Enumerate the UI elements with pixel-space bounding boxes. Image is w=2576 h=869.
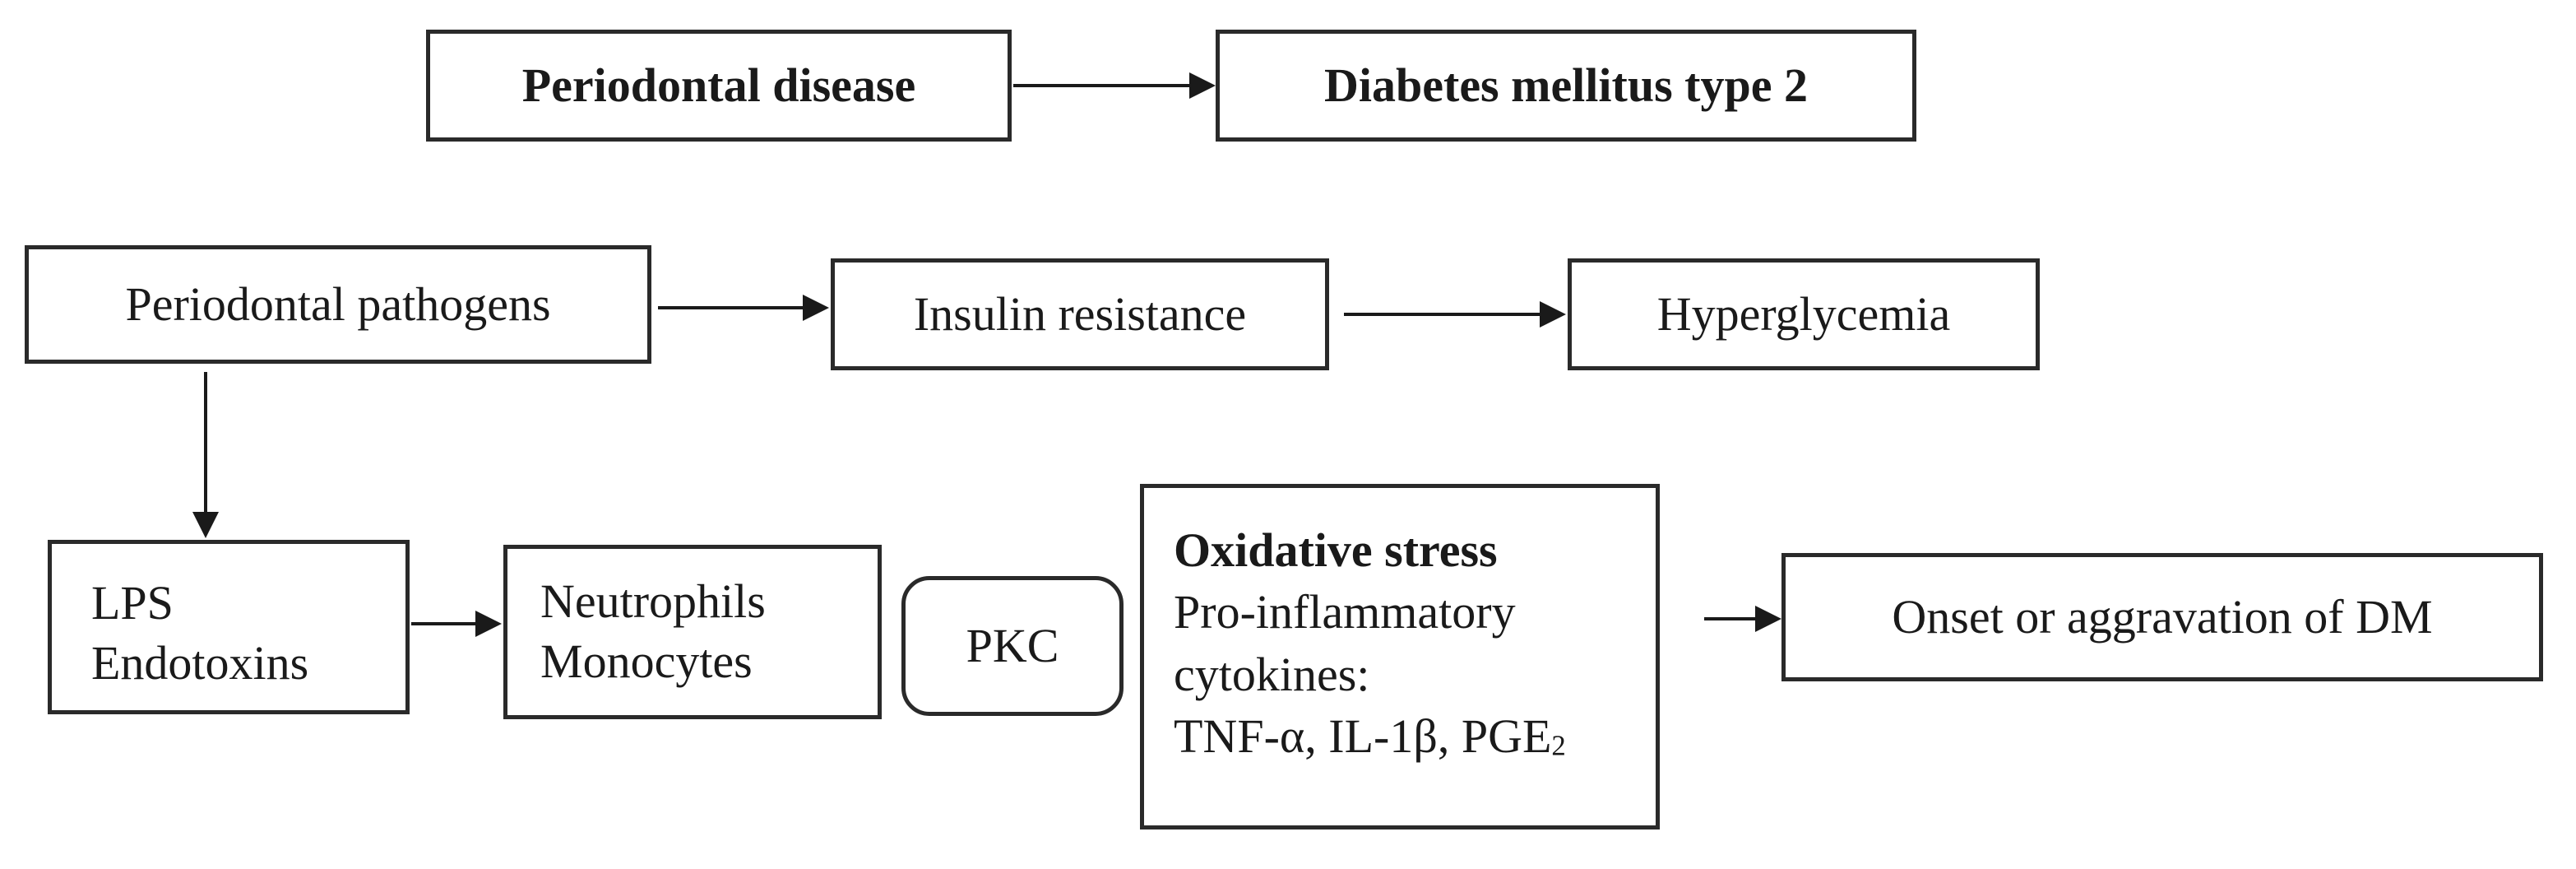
lps-endotoxins-box: LPS Endotoxins: [48, 540, 410, 714]
cytokine-list-label: TNF-α, IL-1β, PGE2: [1174, 705, 1656, 767]
hyperglycemia-label: Hyperglycemia: [1656, 286, 1951, 341]
onset-aggravation-dm-label: Onset or aggravation of DM: [1892, 589, 2433, 644]
cytokine-list-main: TNF-α, IL-1β, PGE: [1174, 709, 1552, 764]
oxidative-stress-title: Oxidative stress: [1174, 523, 1498, 577]
lps-label: LPS: [91, 576, 174, 630]
onset-aggravation-dm-box: Onset or aggravation of DM: [1781, 553, 2543, 681]
periodontal-pathogens-box: Periodontal pathogens: [25, 245, 651, 364]
periodontal-pathogens-label: Periodontal pathogens: [125, 276, 551, 331]
monocytes-label: Monocytes: [540, 634, 753, 688]
neutrophils-label: Neutrophils: [540, 574, 766, 628]
hyperglycemia-box: Hyperglycemia: [1568, 258, 2040, 370]
periodontal-disease-label: Periodontal disease: [521, 58, 916, 112]
endotoxins-label: Endotoxins: [91, 635, 309, 690]
pkc-label: PKC: [966, 618, 1059, 672]
cytokines-label: cytokines:: [1174, 647, 1370, 701]
insulin-resistance-box: Insulin resistance: [831, 258, 1329, 370]
diabetes-mellitus-type2-label: Diabetes mellitus type 2: [1324, 58, 1808, 112]
pkc-box: PKC: [901, 576, 1124, 716]
periodontal-disease-box: Periodontal disease: [426, 30, 1012, 142]
pge-subscript: 2: [1551, 729, 1566, 762]
insulin-resistance-label: Insulin resistance: [913, 286, 1247, 341]
pro-inflammatory-label: Pro-inflammatory: [1174, 585, 1516, 639]
diabetes-mellitus-type2-box: Diabetes mellitus type 2: [1216, 30, 1916, 142]
oxidative-stress-box: Oxidative stress Pro-inflammatory cytoki…: [1140, 484, 1660, 830]
neutrophils-monocytes-box: Neutrophils Monocytes: [503, 545, 882, 719]
